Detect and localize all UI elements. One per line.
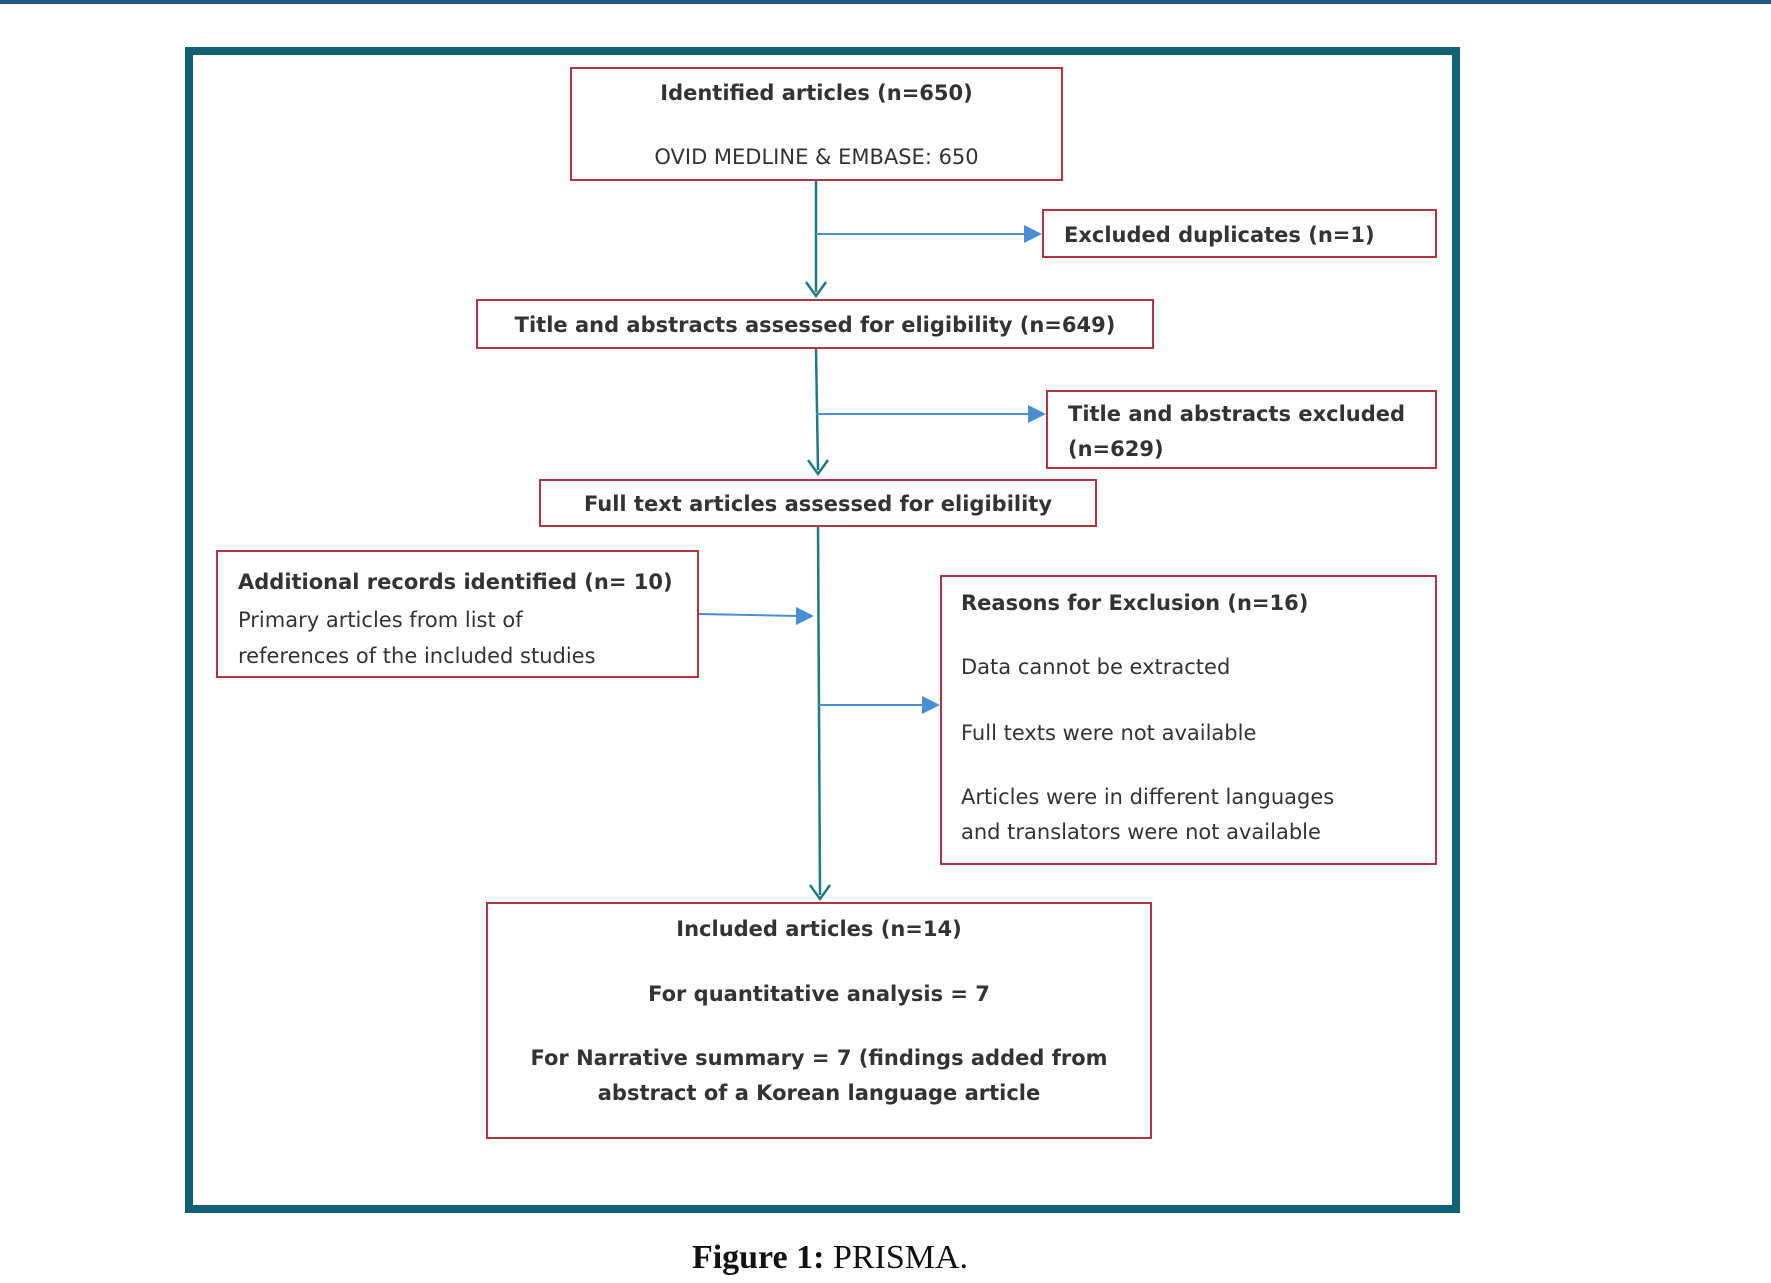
- abstracts-excluded-line2: (n=629): [1068, 437, 1164, 461]
- fulltext-box: Full text articles assessed for eligibil…: [539, 479, 1097, 527]
- identified-box: Identified articles (n=650) OVID MEDLINE…: [570, 67, 1063, 181]
- screened-box: Title and abstracts assessed for eligibi…: [476, 299, 1154, 349]
- additional-title: Additional records identified (n= 10): [238, 570, 673, 594]
- identified-title: Identified articles (n=650): [660, 81, 973, 105]
- additional-box: Additional records identified (n= 10) Pr…: [216, 550, 699, 678]
- included-title: Included articles (n=14): [676, 917, 962, 941]
- duplicates-text: Excluded duplicates (n=1): [1064, 223, 1375, 247]
- exclusion-reason-2: Full texts were not available: [961, 721, 1257, 745]
- included-narrative-2: abstract of a Korean language article: [597, 1081, 1041, 1105]
- exclusion-reason-3a: Articles were in different languages: [961, 785, 1335, 809]
- included-box: Included articles (n=14) For quantitativ…: [486, 902, 1152, 1139]
- caption-text: PRISMA.: [832, 1239, 969, 1276]
- screened-text: Title and abstracts assessed for eligibi…: [514, 313, 1116, 337]
- arrow-fulltext-to-included: [816, 526, 822, 896]
- fulltext-text: Full text articles assessed for eligibil…: [583, 492, 1053, 516]
- exclusion-reason-1: Data cannot be extracted: [961, 655, 1231, 679]
- arrow-from-additional: [698, 613, 799, 617]
- included-quantitative: For quantitative analysis = 7: [648, 982, 990, 1006]
- figure-caption: Figure 1: PRISMA.: [0, 1239, 1660, 1277]
- abstracts-excluded-box: Title and abstracts excluded (n=629): [1046, 390, 1437, 469]
- exclusion-reason-3b: and translators were not available: [961, 820, 1321, 844]
- abstracts-excluded-line1: Title and abstracts excluded: [1068, 402, 1406, 426]
- included-narrative-1: For Narrative summary = 7 (findings adde…: [530, 1046, 1108, 1070]
- figure-frame: [185, 47, 1460, 1213]
- additional-line1: Primary articles from list of: [238, 608, 523, 632]
- exclusion-title: Reasons for Exclusion (n=16): [961, 591, 1309, 615]
- top-rule: [0, 0, 1771, 4]
- identified-source: OVID MEDLINE & EMBASE: 650: [654, 145, 979, 169]
- caption-label: Figure 1:: [691, 1239, 825, 1276]
- exclusion-box: Reasons for Exclusion (n=16) Data cannot…: [940, 575, 1437, 865]
- additional-line2: references of the included studies: [238, 644, 596, 668]
- arrow-screened-to-fulltext: [814, 348, 820, 471]
- duplicates-box: Excluded duplicates (n=1): [1042, 209, 1437, 258]
